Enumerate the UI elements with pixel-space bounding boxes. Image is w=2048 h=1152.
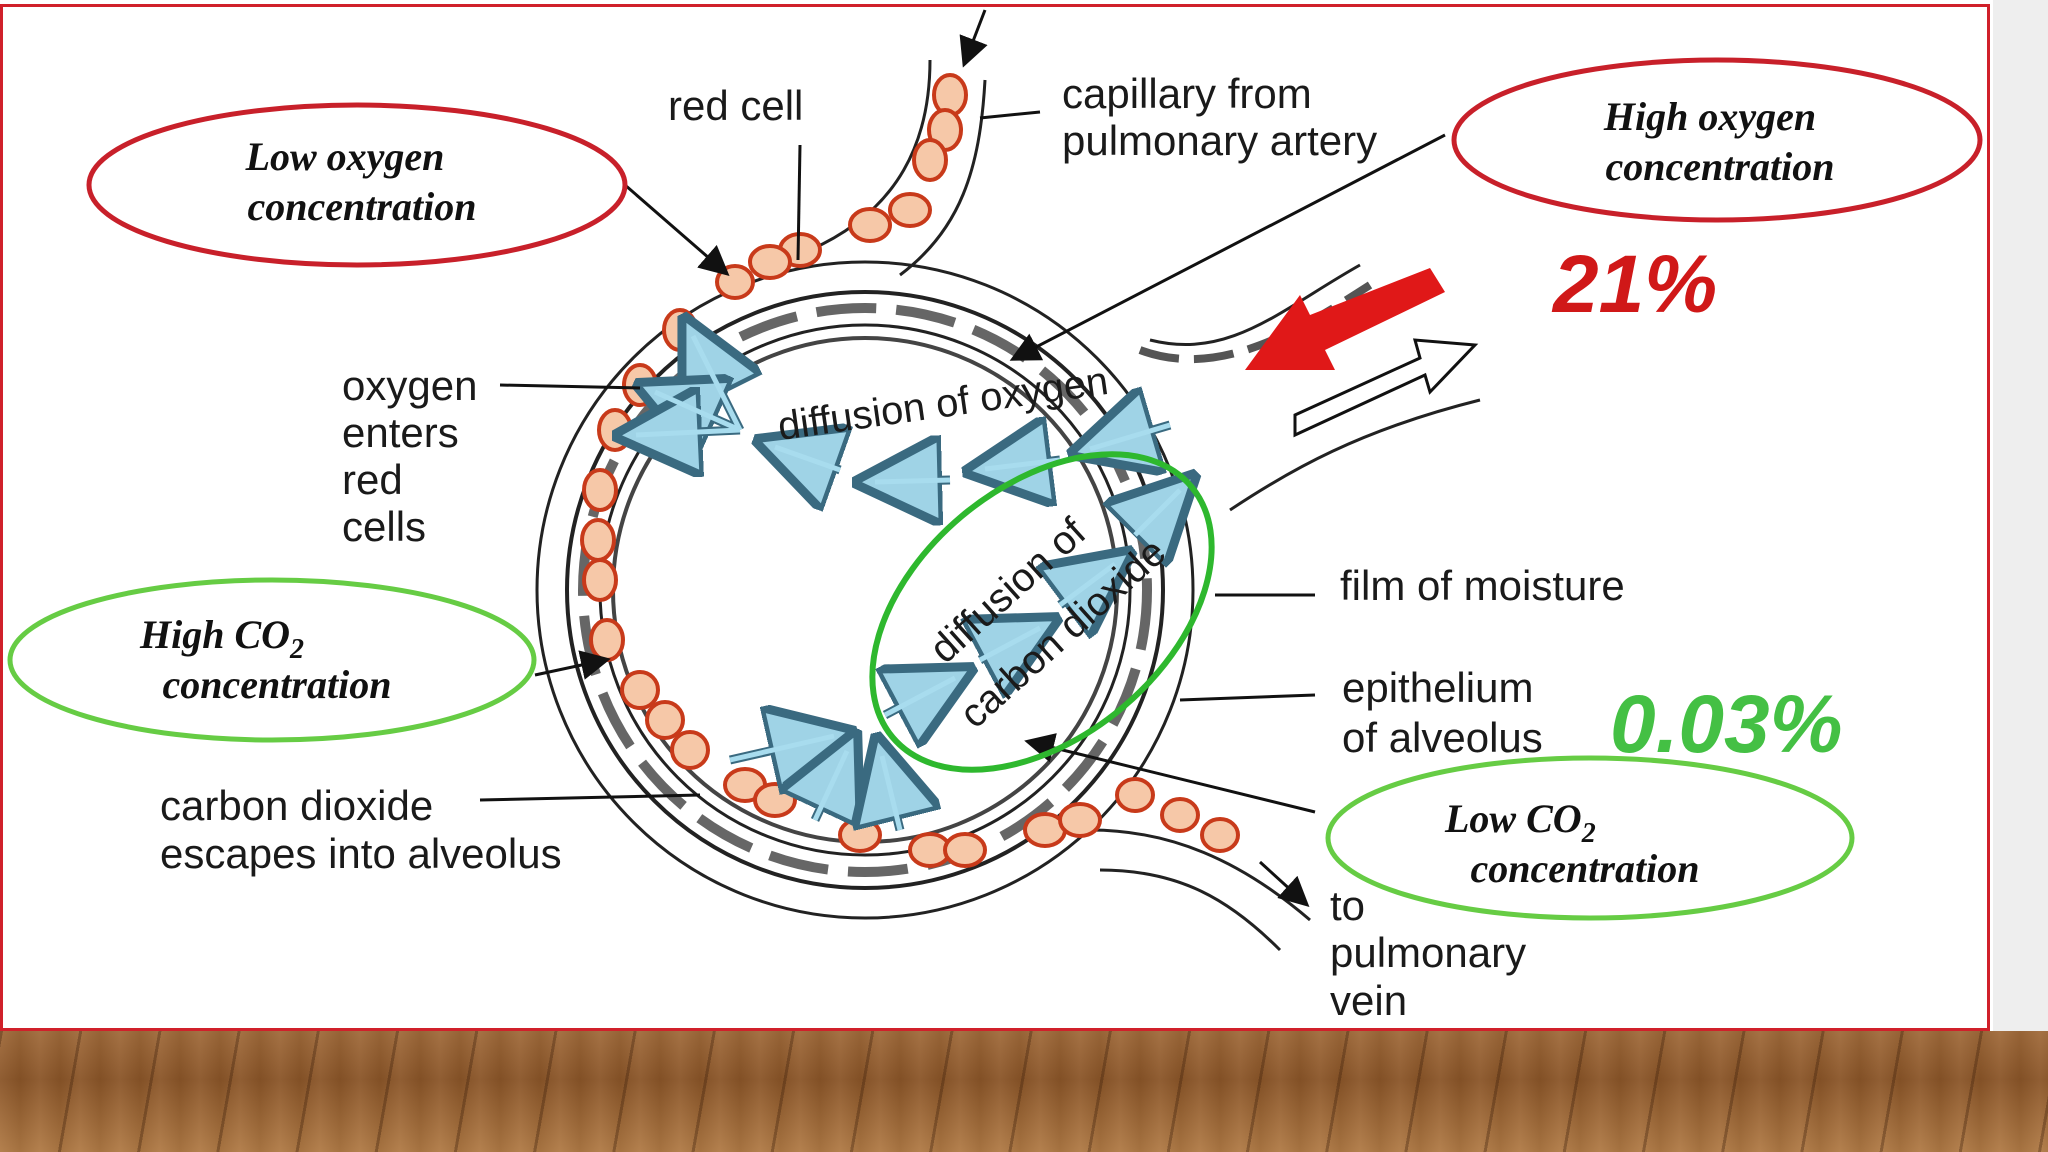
oxygen-diffusion-arrows-fill	[635, 334, 1171, 485]
co2-percent: 0.03%	[1610, 679, 1843, 770]
air-in-arrow	[1245, 268, 1445, 370]
oxygen-enters-line4: cells	[342, 503, 426, 550]
blood-in-arrow	[959, 9, 988, 68]
label-leader-lines	[479, 110, 1446, 814]
diffusion-oxygen-label: diffusion of oxygen	[775, 359, 1111, 449]
low-co2-oval: Low CO2 concentration	[1325, 755, 1855, 921]
low-oxygen-line1: Low oxygen	[245, 134, 445, 179]
epithelium-label-line2: of alveolus	[1342, 714, 1543, 761]
high-oxygen-line1: High oxygen	[1603, 94, 1816, 139]
red-cell-label: red cell	[668, 82, 803, 129]
oxygen-enters-line2: enters	[342, 409, 459, 456]
low-oxygen-oval: Low oxygen concentration	[86, 102, 628, 268]
high-co2-oval: High CO2 concentration	[7, 577, 537, 743]
to-pulmonary-vein-line1: to	[1330, 882, 1365, 929]
capillary-label-line2: pulmonary artery	[1062, 117, 1377, 164]
high-co2-line2: concentration	[163, 662, 392, 707]
oxygen-enters-line1: oxygen	[342, 362, 477, 409]
to-pulmonary-vein-line2: pulmonary	[1330, 929, 1526, 976]
low-co2-line1: Low CO2	[1444, 796, 1596, 849]
to-pulmonary-vein-line3: vein	[1330, 977, 1407, 1024]
air-out-arrow	[1293, 338, 1479, 438]
high-oxygen-oval: High oxygen concentration	[1451, 57, 1983, 223]
wood-floor-background	[0, 1031, 2048, 1152]
oxygen-enters-line3: red	[342, 456, 403, 503]
film-of-moisture-label: film of moisture	[1340, 562, 1625, 609]
co2-diffusion-ring	[869, 451, 1215, 773]
co2-escapes-label-line1: carbon dioxide	[160, 782, 433, 829]
capillary-label-line1: capillary from	[1062, 70, 1312, 117]
co2-diffusion-arrows-fill	[729, 488, 1182, 831]
capillary-vessels	[809, 59, 1481, 952]
slide-margin	[1993, 0, 2048, 1031]
low-oxygen-line2: concentration	[248, 184, 477, 229]
high-co2-line1: High CO2	[139, 612, 304, 665]
epithelium-label-line1: epithelium	[1342, 664, 1533, 711]
co2-escapes-label-line2: escapes into alveolus	[160, 830, 562, 877]
oxygen-percent: 21%	[1551, 239, 1717, 330]
blood-out-arrow	[1258, 860, 1310, 908]
high-oxygen-line2: concentration	[1606, 144, 1835, 189]
diagram-frame	[0, 4, 1990, 1031]
low-co2-line2: concentration	[1471, 846, 1700, 891]
